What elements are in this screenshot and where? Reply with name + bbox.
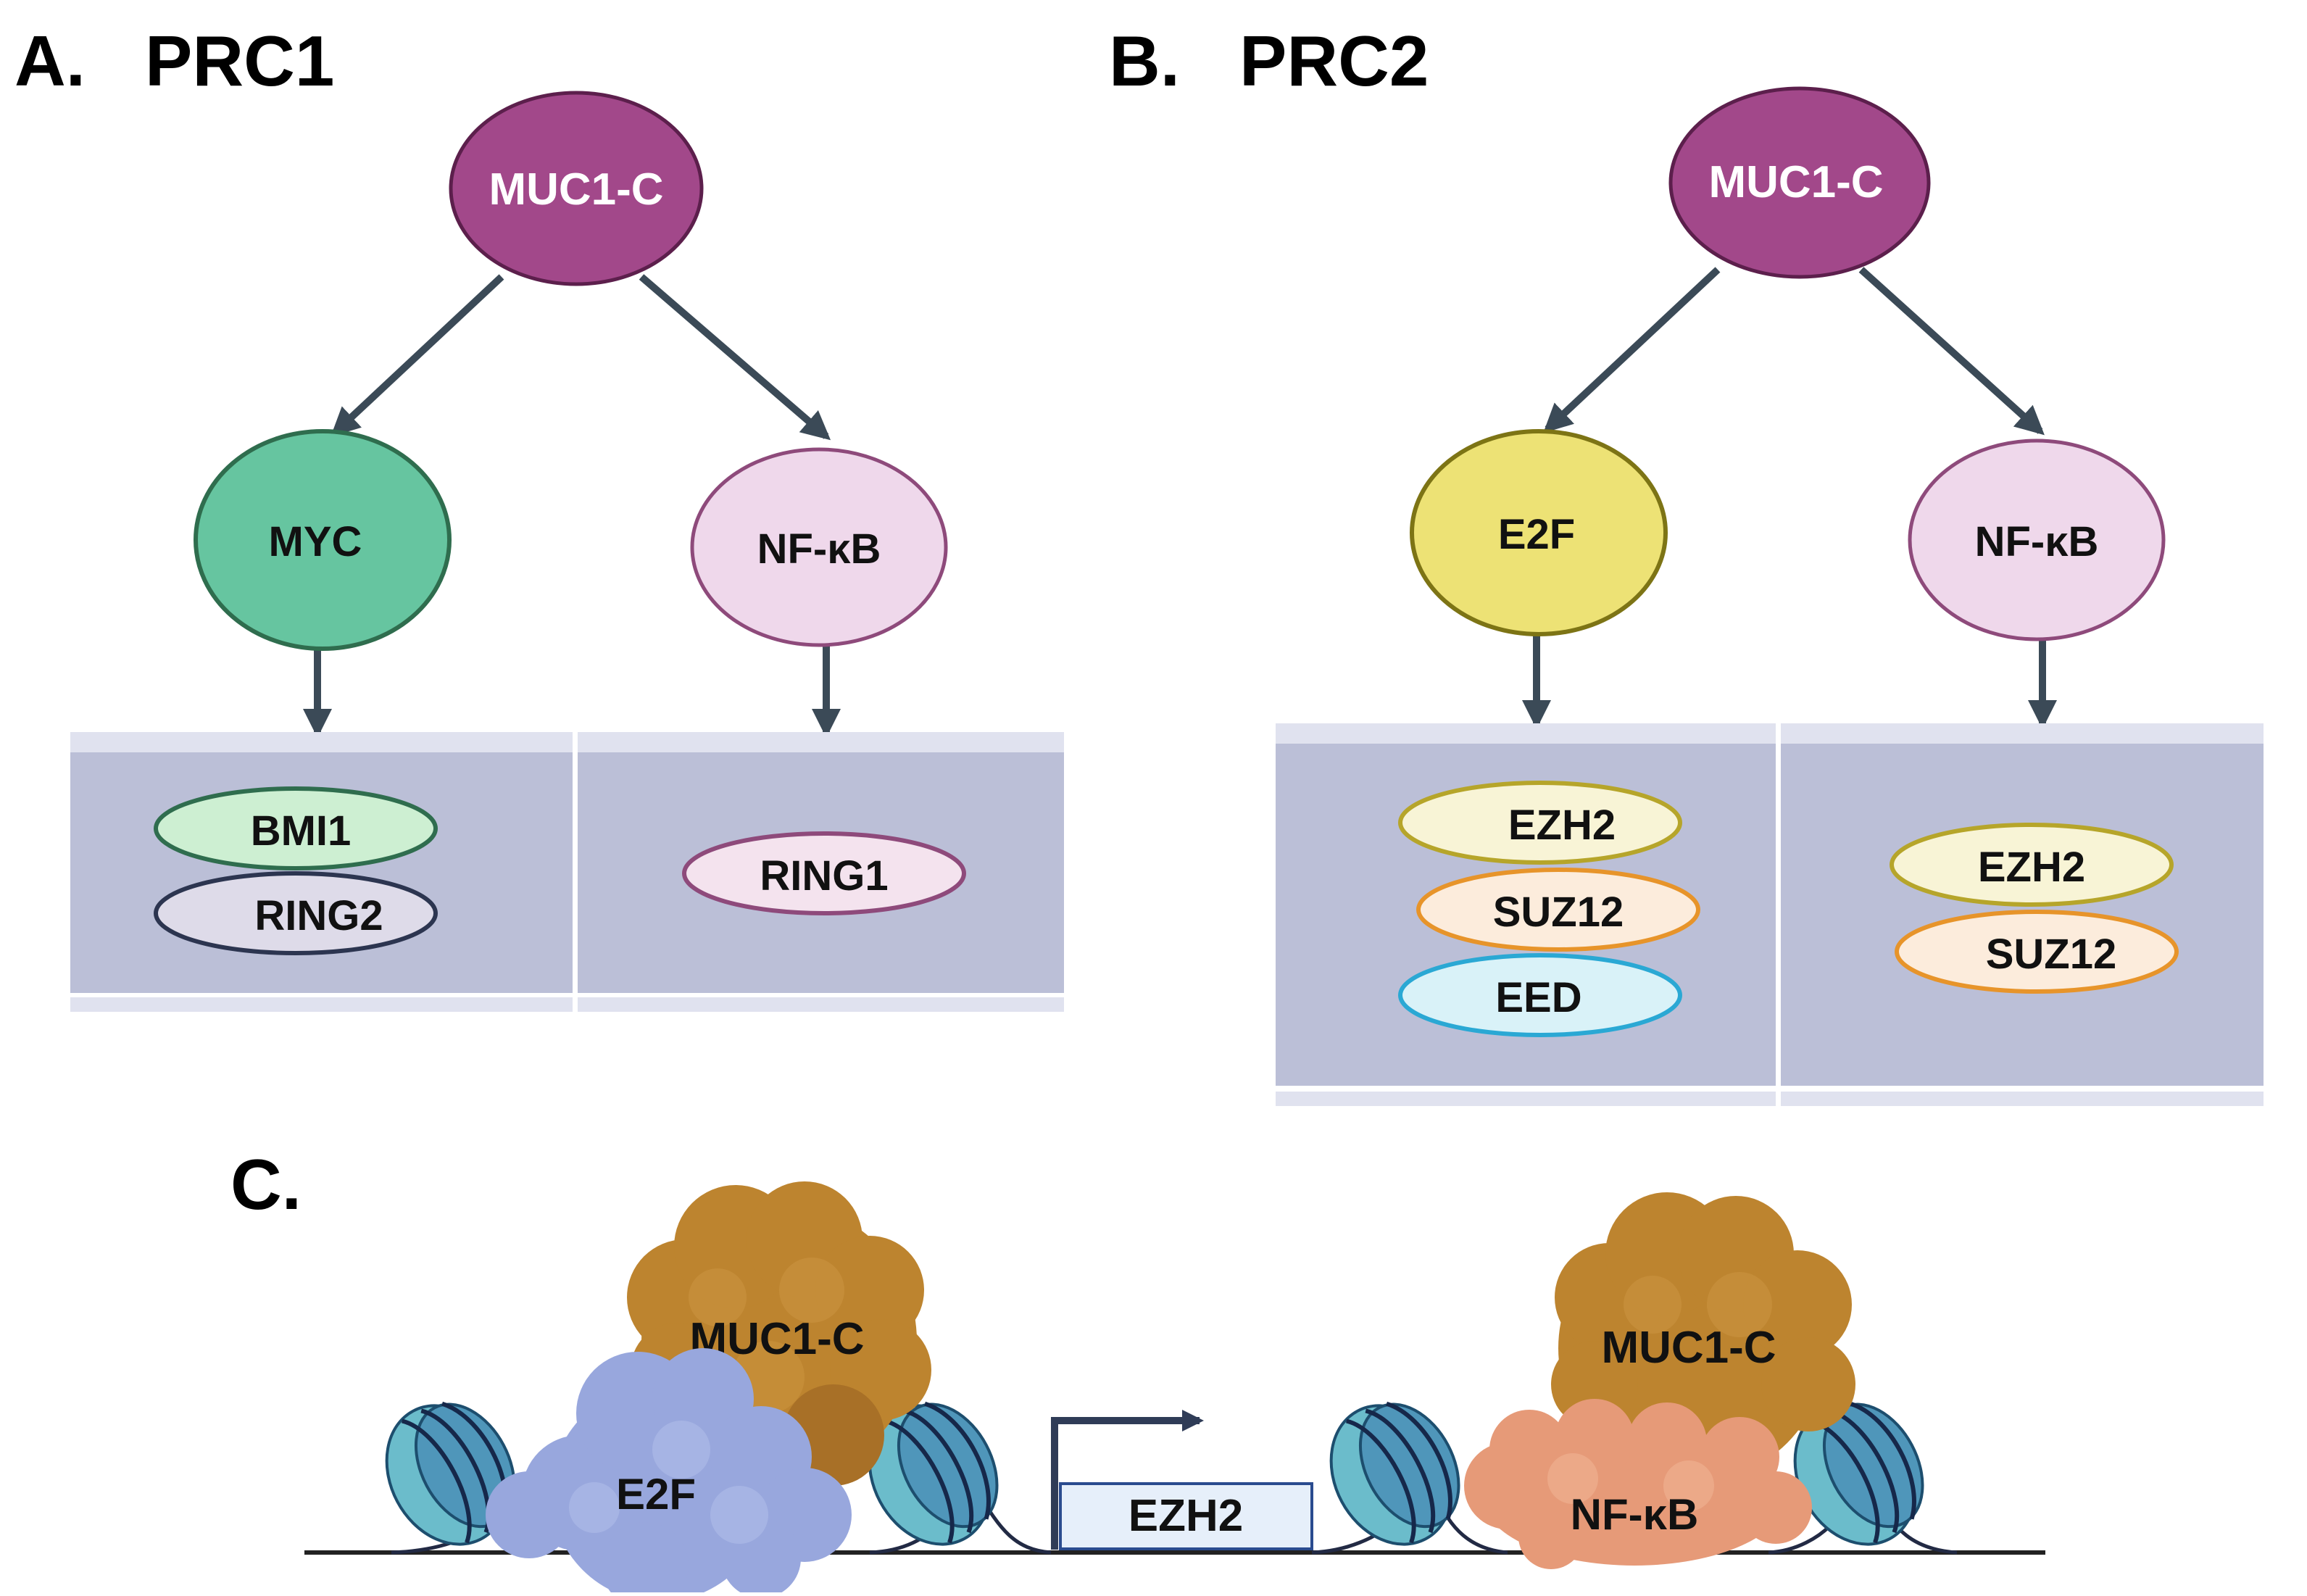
ring1-pill (682, 831, 966, 915)
ezh2-pill-b (1890, 823, 2174, 907)
e2f-node (1410, 429, 1668, 636)
ezh2-gene-box (1059, 1482, 1313, 1550)
ezh2-gene-label: EZH2 (1128, 1491, 1243, 1541)
muc1c-node-b-label: MUC1-C (1708, 157, 1883, 207)
muc1c-node (449, 91, 704, 286)
eed-label: EED (1495, 974, 1581, 1021)
tss-arrow (1051, 1410, 1204, 1550)
muc1c-node-b (1668, 86, 1931, 279)
arrow-muc1c-to-e2f (1543, 267, 1721, 433)
nucleosome-4 (1793, 1401, 1924, 1546)
myc-node (194, 429, 452, 651)
panel-a-letter: A. (14, 21, 86, 101)
box-b-left-strip-top (1276, 723, 1776, 744)
arrow-muc1c-to-nfkb (639, 274, 831, 441)
ring1-label: RING1 (760, 852, 888, 899)
box-right-strip-bottom (578, 997, 1064, 1012)
nucleosome-1 (385, 1401, 516, 1546)
ring2-label: RING2 (254, 892, 383, 939)
myc-node-label: MYC (269, 518, 362, 565)
nfkb-node-b (1908, 439, 2166, 641)
suz12-pill (1416, 868, 1700, 952)
box-left-strip-bottom (70, 997, 573, 1012)
ring2-pill (154, 871, 438, 955)
muc1c-node-label: MUC1-C (489, 165, 663, 215)
ezh2-pill (1398, 781, 1682, 865)
panel-a-title: PRC1 (145, 21, 334, 101)
nfkb-blob (1464, 1399, 1812, 1569)
arrow-muc1c-to-myc (331, 274, 504, 437)
panel-b-letter: B. (1109, 21, 1180, 101)
bmi1-label: BMI1 (251, 807, 352, 855)
box-left-strip-top (70, 732, 573, 752)
panel-b-title: PRC2 (1239, 21, 1429, 101)
suz12-label: SUZ12 (1493, 889, 1624, 936)
ezh2-label-b: EZH2 (1978, 844, 2085, 891)
box-right-strip-top (578, 732, 1064, 752)
nfkb-node-b-label: NF-κB (1975, 518, 2099, 565)
box-b-right-strip-bottom (1781, 1092, 2264, 1106)
e2f-blob (486, 1348, 852, 1596)
suz12-label-b: SUZ12 (1986, 931, 2117, 978)
eed-pill (1398, 953, 1682, 1037)
arrow-muc1c-to-nfkb-b (1858, 267, 2045, 436)
nucleosome-3 (1329, 1401, 1460, 1546)
e2f-node-label: E2F (1498, 511, 1575, 558)
muc1c-blob-right-label: MUC1-C (1601, 1323, 1776, 1373)
bmi1-pill (154, 786, 438, 870)
nfkb-node-label: NF-κB (757, 525, 881, 573)
panel-c-letter: C. (230, 1144, 302, 1224)
box-b-left-strip-bottom (1276, 1092, 1776, 1106)
nfkb-blob-label: NF-κB (1571, 1490, 1699, 1539)
suz12-pill-b (1895, 910, 2179, 994)
panel-b: MUC1-C E2F NF-κB EZH2 SUZ12 EED EZH2 SUZ… (1276, 86, 2264, 1106)
box-b-right-strip-top (1781, 723, 2264, 744)
e2f-blob-label: E2F (616, 1470, 696, 1518)
panel-a: MUC1-C MYC NF-κB BMI1 RING2 RING1 (70, 91, 1064, 1012)
ezh2-label: EZH2 (1508, 802, 1616, 849)
panel-c: MUC1-C E2F EZH2 (304, 1181, 2045, 1596)
nfkb-node (690, 447, 948, 647)
nucleosome-2 (868, 1401, 999, 1546)
